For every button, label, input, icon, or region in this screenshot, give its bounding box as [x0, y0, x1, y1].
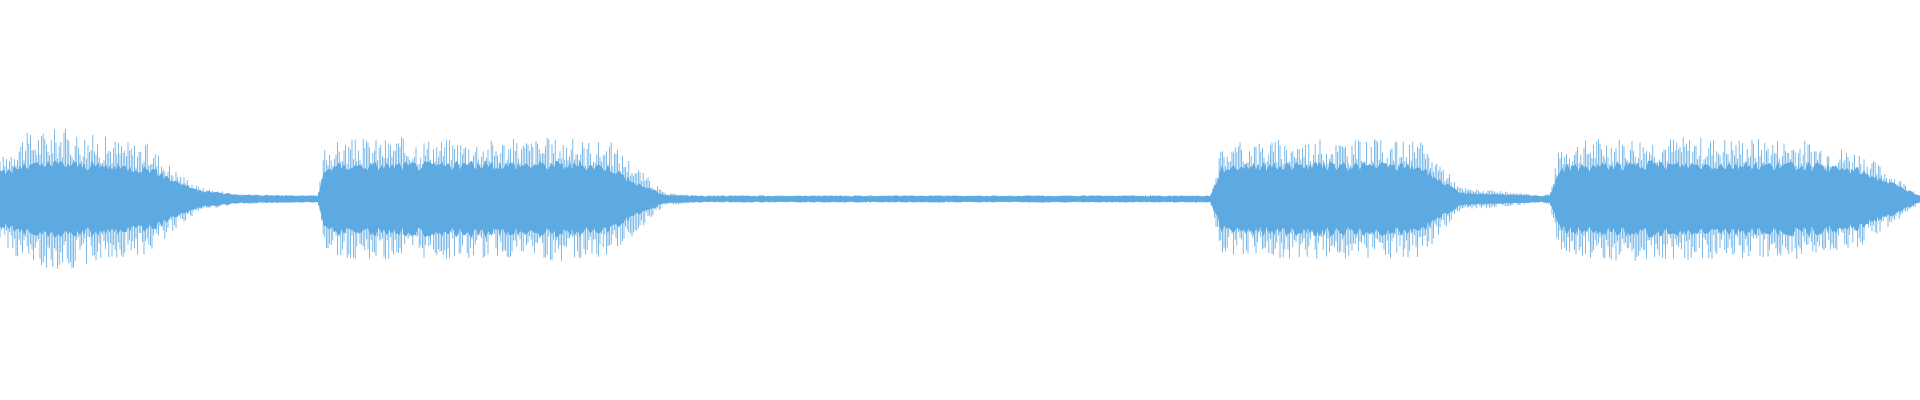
- waveform-body: [0, 159, 1920, 239]
